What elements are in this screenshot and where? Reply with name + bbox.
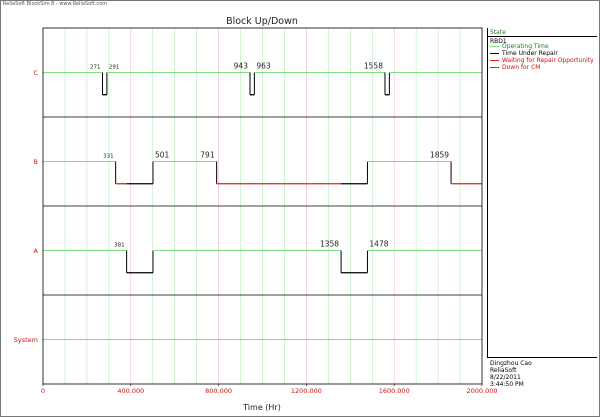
chart-title: Block Up/Down xyxy=(226,16,298,27)
legend-label-operating: Operating Time xyxy=(502,43,549,50)
legend-item-down-cm: Down for CM xyxy=(490,64,540,71)
legend-swatch-repair xyxy=(490,52,499,55)
legend-label-waiting: Waiting for Repair Opportunity xyxy=(502,57,594,64)
event-label: 1358 xyxy=(320,240,339,249)
app-header: ReliaSoft BlockSim 8 - www.ReliaSoft.com xyxy=(3,1,108,7)
axis-layer: C B A System 0 400.000 800.000 1200.000 1600.000… xyxy=(14,27,498,395)
info-user: Dingzhou Cao xyxy=(490,360,532,367)
row-label: A xyxy=(34,247,39,255)
event-label: 1859 xyxy=(430,151,449,160)
legend-subtitle: RBD1 xyxy=(490,38,507,45)
x-tick-label: 2000.000 xyxy=(466,387,497,395)
event-label: 943 xyxy=(234,62,249,71)
legend-swatch-waiting xyxy=(490,59,499,62)
info-divider xyxy=(487,357,597,358)
legend-item-operating: Operating Time xyxy=(490,43,549,50)
event-label: 331 xyxy=(103,154,114,160)
info-company: ReliaSoft xyxy=(490,367,517,374)
event-label: 271 xyxy=(90,65,101,71)
rows-layer: 271 291 943 963 1558 331 501 791 1859 381 1358 1478 xyxy=(43,62,482,340)
x-axis-label: Time (Hr) xyxy=(242,403,281,412)
legend-item-waiting: Waiting for Repair Opportunity xyxy=(490,57,594,64)
row-label: C xyxy=(33,69,38,77)
legend-item-repair: Time Under Repair xyxy=(490,50,558,57)
event-label: 501 xyxy=(155,151,170,160)
legend-label-down-cm: Down for CM xyxy=(502,64,541,71)
legend-label-repair: Time Under Repair xyxy=(502,50,558,57)
legend-panel xyxy=(487,28,598,357)
legend-swatch-down-cm xyxy=(490,66,499,69)
x-tick-label: 400.000 xyxy=(117,387,144,395)
event-label: 1478 xyxy=(369,240,388,249)
event-label: 791 xyxy=(200,151,215,160)
x-tick-label: 1600.000 xyxy=(379,387,410,395)
x-tick-label: 0 xyxy=(41,387,45,395)
event-label: 381 xyxy=(114,243,125,249)
info-date: 8/22/2011 xyxy=(490,374,521,381)
legend-title: State xyxy=(490,29,506,36)
event-label: 1558 xyxy=(364,62,383,71)
event-label: 291 xyxy=(109,65,120,71)
legend-swatch-operating xyxy=(490,45,499,48)
x-tick-label: 1200.000 xyxy=(291,387,322,395)
x-tick-label: 800.000 xyxy=(205,387,232,395)
row-label: B xyxy=(34,158,38,166)
info-time: 3:44:50 PM xyxy=(490,381,524,388)
event-label: 963 xyxy=(256,62,271,71)
legend-divider xyxy=(487,36,597,37)
row-label: System xyxy=(14,336,38,344)
